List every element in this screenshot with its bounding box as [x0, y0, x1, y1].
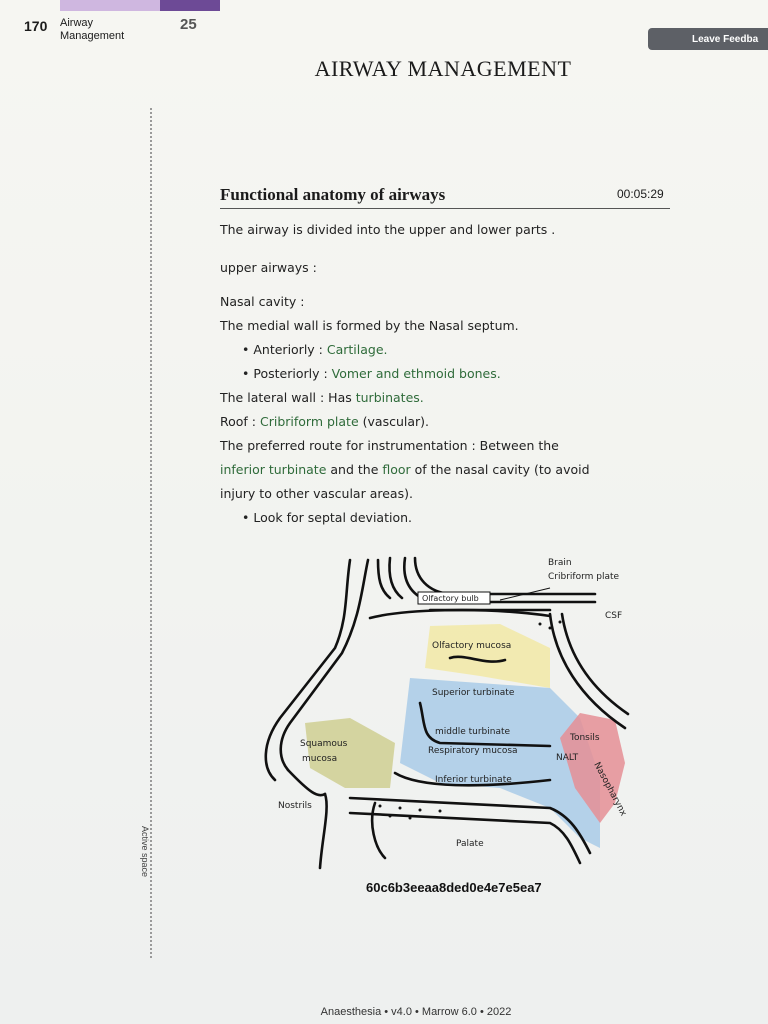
footer-text: Anaesthesia • v4.0 • Marrow 6.0 • 2022 — [320, 1006, 512, 1018]
label-palate: Palate — [456, 839, 484, 849]
lateral-label: The lateral wall : Has — [220, 390, 356, 405]
route-floor: floor — [382, 462, 411, 477]
leave-feedback-button[interactable]: Leave Feedba — [648, 28, 768, 50]
anatomy-outline — [264, 556, 630, 870]
route-end: of the nasal cavity (to avoid — [410, 462, 590, 477]
note-intro: The airway is divided into the upper and… — [220, 222, 556, 237]
tonsil-region — [560, 713, 625, 823]
palate-dots — [378, 620, 562, 820]
label-middle-turbinate: middle turbinate — [435, 727, 510, 737]
note-septal: • Look for septal deviation. — [242, 510, 412, 525]
note-upper-heading: upper airways : — [220, 260, 317, 275]
label-tonsils: Tonsils — [569, 733, 600, 743]
label-mucosa: mucosa — [302, 754, 337, 764]
page-number: 170 — [24, 18, 48, 34]
chapter-name-line2: Management — [60, 30, 125, 42]
septal-text: Look for septal deviation. — [253, 510, 412, 525]
section-divider — [220, 208, 670, 209]
note-lateral-wall: The lateral wall : Has turbinates. — [220, 390, 424, 405]
olfactory-mucosa-region — [425, 624, 550, 688]
posteriorly-value: Vomer and ethmoid bones. — [331, 366, 501, 381]
document-id: 60c6b3eeaa8ded0e4e7e5ea7 — [366, 880, 542, 895]
chapter-number: 25 — [180, 16, 197, 33]
note-anteriorly: • Anteriorly : Cartilage. — [242, 342, 388, 357]
label-squamous: Squamous — [300, 739, 348, 749]
label-nalt: NALT — [556, 753, 579, 763]
section-title: Functional anatomy of airways — [220, 185, 446, 204]
note-nasal-heading: Nasal cavity : — [220, 294, 305, 309]
active-space-label: Active space — [140, 826, 150, 878]
note-route-line2: inferior turbinate and the floor of the … — [220, 462, 590, 477]
cribriform-pointer — [499, 587, 551, 601]
label-nostrils: Nostrils — [278, 801, 312, 811]
label-brain: Brain — [548, 558, 572, 568]
chapter-name: Airway Management — [60, 17, 180, 43]
note-posteriorly: • Posteriorly : Vomer and ethmoid bones. — [242, 366, 501, 381]
label-respiratory-mucosa: Respiratory mucosa — [428, 746, 518, 756]
label-olfactory-mucosa: Olfactory mucosa — [432, 641, 511, 651]
note-route-line1: The preferred route for instrumentation … — [220, 438, 559, 453]
label-inferior-turbinate: Inferior turbinate — [435, 775, 512, 785]
roof-label: Roof : — [220, 414, 260, 429]
chapter-name-line1: Airway — [60, 17, 94, 29]
label-olfactory-bulb: Olfactory bulb — [422, 594, 479, 603]
note-medial-wall: The medial wall is formed by the Nasal s… — [220, 318, 519, 333]
respiratory-mucosa-region — [400, 678, 600, 848]
nasal-cavity-diagram: Brain Cribriform plate Olfactory bulb CS… — [264, 556, 630, 870]
tab-right-segment — [160, 0, 220, 11]
note-route-line3: injury to other vascular areas). — [220, 486, 413, 501]
anteriorly-value: Cartilage. — [326, 342, 388, 357]
label-cribriform-plate: Cribriform plate — [548, 572, 620, 582]
page-title: AIRWAY MANAGEMENT — [314, 56, 572, 81]
lateral-value: turbinates. — [355, 390, 424, 405]
olfactory-bulb-box — [417, 591, 491, 605]
note-roof: Roof : Cribriform plate (vascular). — [220, 414, 429, 429]
roof-suffix: (vascular). — [358, 414, 429, 429]
label-csf: CSF — [605, 611, 622, 621]
posteriorly-label: Posteriorly : — [253, 366, 332, 381]
video-timestamp[interactable]: 00:05:29 — [617, 187, 664, 201]
tab-left-segment — [60, 0, 160, 11]
label-superior-turbinate: Superior turbinate — [432, 688, 515, 698]
anteriorly-label: Anteriorly : — [253, 342, 327, 357]
squamous-mucosa-region — [305, 718, 395, 788]
chapter-color-tab — [60, 0, 220, 11]
roof-value: Cribriform plate — [259, 414, 359, 429]
margin-divider — [150, 108, 152, 958]
route-mid: and the — [326, 462, 383, 477]
route-inferior-turbinate: inferior turbinate — [220, 462, 327, 477]
